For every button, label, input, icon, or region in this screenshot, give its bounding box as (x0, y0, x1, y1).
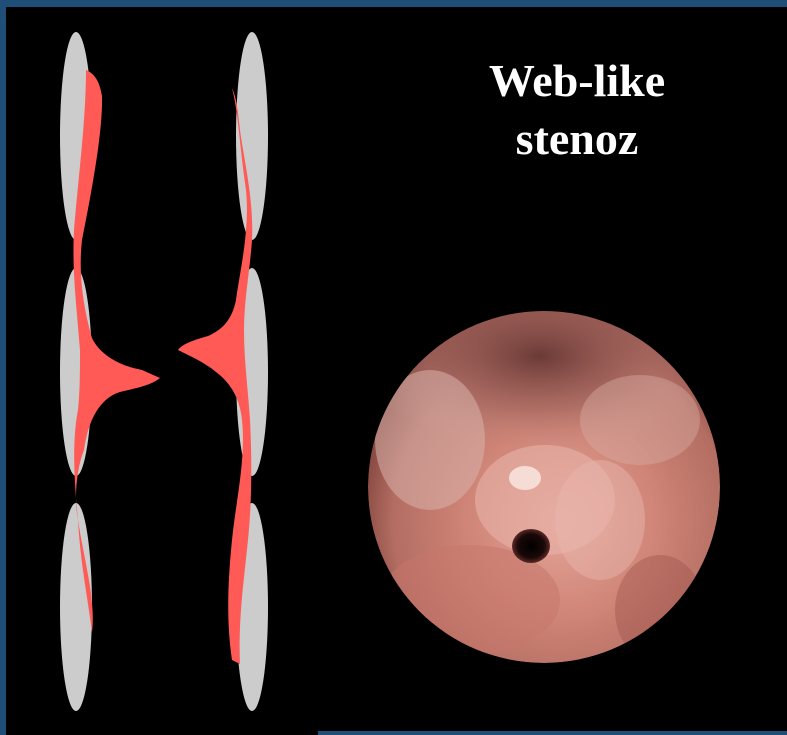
stenosis-lumen (512, 529, 550, 563)
